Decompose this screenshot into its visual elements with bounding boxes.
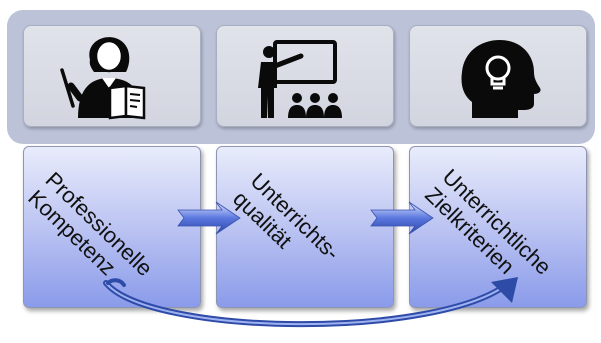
icon-box-professionelle-kompetenz bbox=[23, 25, 201, 127]
icon-box-zielkriterien bbox=[409, 25, 587, 127]
curved-arrow bbox=[103, 279, 513, 328]
head-lightbulb-icon bbox=[461, 40, 541, 118]
curved-arrow-head bbox=[491, 277, 518, 303]
icon-box-unterrichtsqualitaet bbox=[216, 25, 394, 127]
arrow-right-2 bbox=[370, 201, 434, 235]
teacher-reading-icon bbox=[60, 37, 146, 120]
concept-box-unterrichtsqualitaet: Unterrichts- qualität bbox=[216, 146, 394, 308]
arrow-right-1 bbox=[177, 201, 241, 235]
teacher-presentation-icon bbox=[258, 40, 342, 118]
